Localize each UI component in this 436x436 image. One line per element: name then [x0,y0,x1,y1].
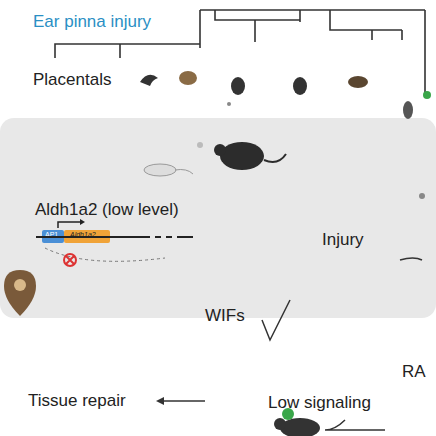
promoter-box: AP1 [42,230,64,243]
signal-label: Low signaling [268,393,371,413]
node-text: Injury [322,230,364,250]
node-text: Aldh1a2 [70,231,96,239]
factor-label: WIFs [205,306,245,326]
mouse-icon [274,408,320,436]
outcome-label: Tissue repair [28,391,126,411]
gene-locus [36,219,193,266]
gray-band: Aldh1a2 (low level) Injury AP1 Aldh1a2 [0,118,436,318]
molecule-label: RA [402,362,426,382]
tissue-icon [4,270,36,316]
gene-box: Aldh1a2 [64,230,110,243]
node-text: Aldh1a2 (low level) [35,200,179,220]
arrow-head [156,397,164,405]
tissue-core [14,279,26,291]
group-label: Placentals [33,70,111,90]
process-arrows [160,258,422,430]
animal-icons [140,71,431,199]
tree-label: Ear pinna injury [33,12,151,32]
rodent-icons [144,142,286,176]
node-text: AP1 [45,231,58,239]
